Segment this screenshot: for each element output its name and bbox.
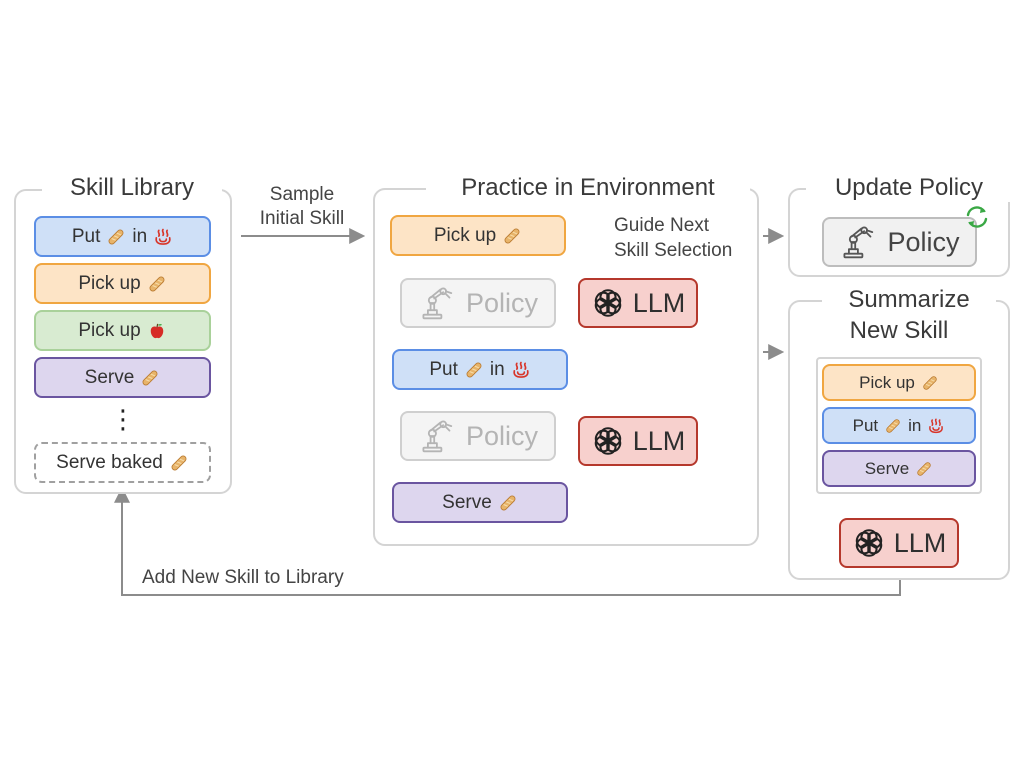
sample-label-line1: Sample [269, 184, 335, 205]
practice-title: Practice in Environment [426, 174, 750, 202]
hot-springs-icon [927, 417, 945, 435]
summarize-title-line1: Summarize [822, 286, 996, 314]
policy-label: Policy [887, 226, 960, 257]
hot-springs-icon [153, 227, 173, 247]
policy-label: Policy [465, 420, 539, 451]
library-skill-pick-up-bread[interactable]: Pick up [34, 263, 211, 304]
openai-logo-icon [852, 526, 886, 560]
llm-label: LLM [632, 425, 686, 456]
library-skill-serve-bread[interactable]: Serve [34, 357, 211, 398]
openai-logo-icon [591, 424, 625, 458]
baguette-icon [884, 417, 902, 435]
library-skill-serve-baked-bread[interactable]: Serve baked [34, 442, 211, 483]
practice-policy-1[interactable]: Policy [400, 278, 556, 328]
guide-label-line1: Guide Next [614, 215, 710, 236]
llm-label: LLM [893, 527, 947, 558]
sample-label-line2: Initial Skill [259, 208, 345, 229]
baguette-icon [106, 227, 126, 247]
summary-llm[interactable]: LLM [839, 518, 959, 568]
practice-llm-1[interactable]: LLM [578, 278, 698, 328]
robot-arm-icon [418, 285, 454, 321]
library-skill-put-bread-in-heat[interactable]: Put in [34, 216, 211, 257]
summary-skill-pick-up-bread[interactable]: Pick up [822, 364, 976, 401]
guide-label-line2: Skill Selection [614, 240, 733, 261]
update-policy-box[interactable]: Policy [822, 217, 977, 267]
baguette-icon [147, 274, 167, 294]
skill-verb: Put [852, 415, 879, 435]
baguette-icon [169, 453, 189, 473]
skill-prep: in [132, 225, 148, 247]
baguette-icon [498, 493, 518, 513]
skill-verb: Serve [84, 366, 135, 388]
practice-llm-2[interactable]: LLM [578, 416, 698, 466]
practice-policy-2[interactable]: Policy [400, 411, 556, 461]
skill-library-title: Skill Library [42, 174, 222, 202]
skill-verb: Serve [864, 458, 910, 478]
skill-verb: Pick up [78, 272, 141, 294]
arrow-feedback [114, 486, 901, 596]
practice-step-serve-bread[interactable]: Serve [392, 482, 568, 523]
feedback-label: Add New Skill to Library [142, 567, 344, 588]
skill-verb: Pick up [859, 372, 915, 392]
robot-arm-icon [839, 224, 875, 260]
refresh-icon [966, 206, 988, 228]
apple-icon [147, 321, 167, 341]
summary-skill-put-bread-in-heat[interactable]: Put in [822, 407, 976, 444]
llm-label: LLM [632, 287, 686, 318]
robot-arm-icon [418, 418, 454, 454]
baguette-icon [502, 226, 522, 246]
skill-verb: Serve [442, 491, 492, 513]
skill-verb: Pick up [433, 224, 497, 246]
skill-prep: in [908, 415, 922, 435]
hot-springs-icon [511, 360, 531, 380]
baguette-icon [921, 374, 939, 392]
summary-skill-serve-bread[interactable]: Serve [822, 450, 976, 487]
practice-step-put-bread-in-heat[interactable]: Put in [392, 349, 568, 390]
baguette-icon [464, 360, 484, 380]
policy-label: Policy [465, 287, 539, 318]
skill-verb: Put [71, 225, 101, 247]
skill-verb: Put [429, 358, 458, 380]
skill-verb: Pick up [78, 319, 141, 341]
baguette-icon [915, 460, 933, 478]
library-ellipsis: ⋮ [110, 404, 136, 434]
skill-verb: Serve baked [56, 451, 163, 473]
practice-step-pick-up-bread[interactable]: Pick up [390, 215, 566, 256]
library-skill-pick-up-apple[interactable]: Pick up [34, 310, 211, 351]
openai-logo-icon [591, 286, 625, 320]
summarize-title-line2: New Skill [849, 317, 949, 344]
baguette-icon [140, 368, 160, 388]
skill-prep: in [489, 358, 505, 380]
update-policy-title: Update Policy [806, 174, 1012, 202]
